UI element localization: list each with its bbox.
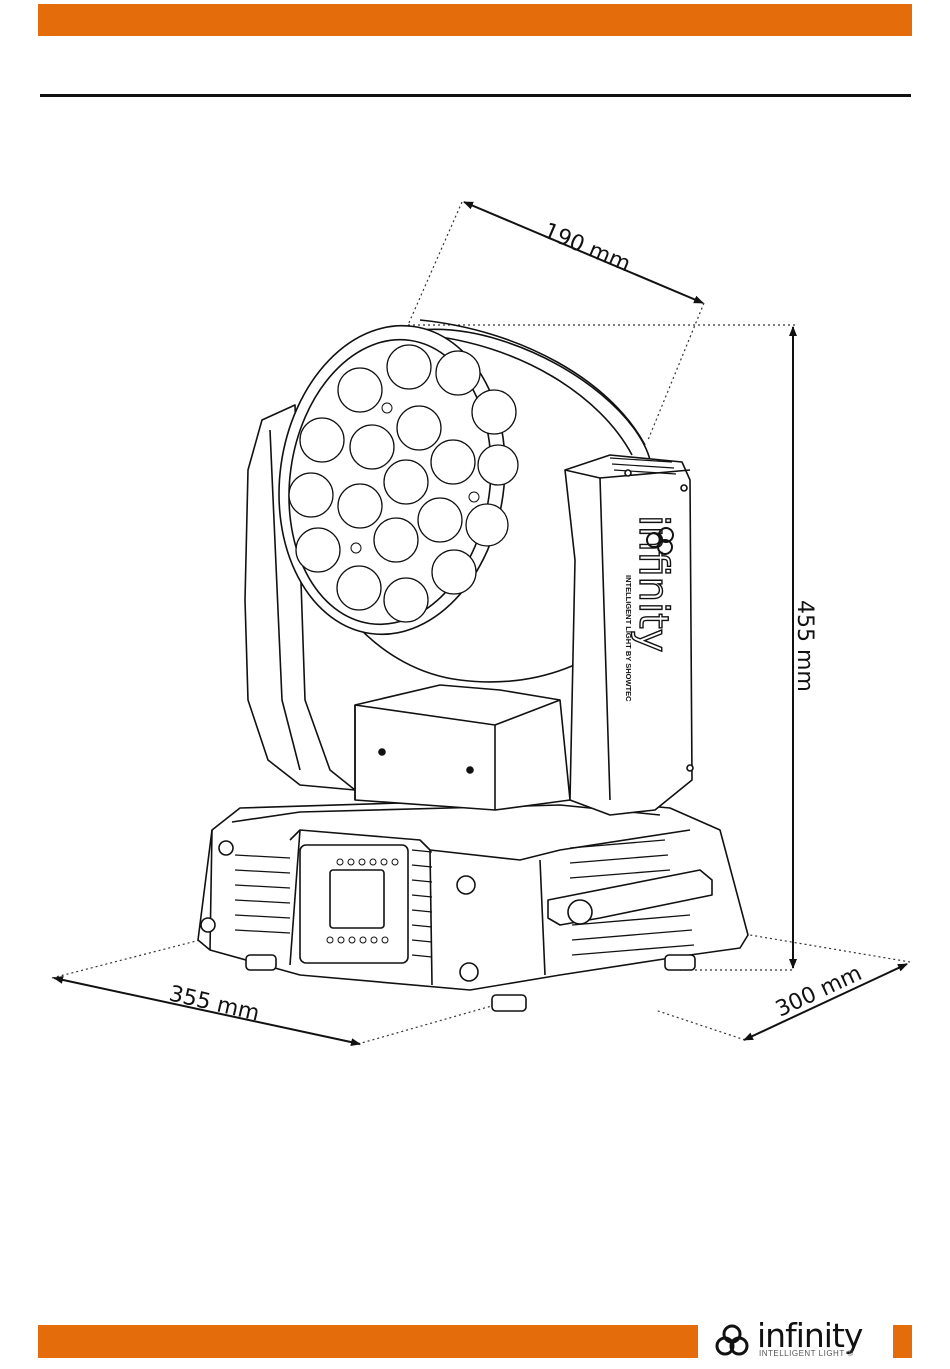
lcd-display <box>330 870 384 928</box>
arm-brand-subtext: INTELLIGENT LIGHT BY SHOWTEC <box>624 575 633 702</box>
footer-logo: infinity INTELLIGENT LIGHT ® <box>712 1322 890 1362</box>
footer-accent-tab <box>893 1325 912 1358</box>
footer-logo-tagline: INTELLIGENT LIGHT ® <box>759 1349 854 1358</box>
footer-accent-bar <box>38 1325 698 1358</box>
foot-right <box>665 955 695 970</box>
yoke-center <box>355 685 570 810</box>
foot-center <box>492 995 526 1011</box>
moving-head-fixture <box>198 311 748 1011</box>
height-label: 455 mm <box>792 600 817 692</box>
trefoil-knot-icon <box>712 1322 752 1362</box>
depth-label: 190 mm <box>540 219 634 278</box>
foot-left <box>246 955 276 970</box>
fixture-base <box>198 798 748 1011</box>
arm-brand-text: infinity <box>630 515 676 652</box>
width-label: 355 mm <box>167 981 262 1026</box>
